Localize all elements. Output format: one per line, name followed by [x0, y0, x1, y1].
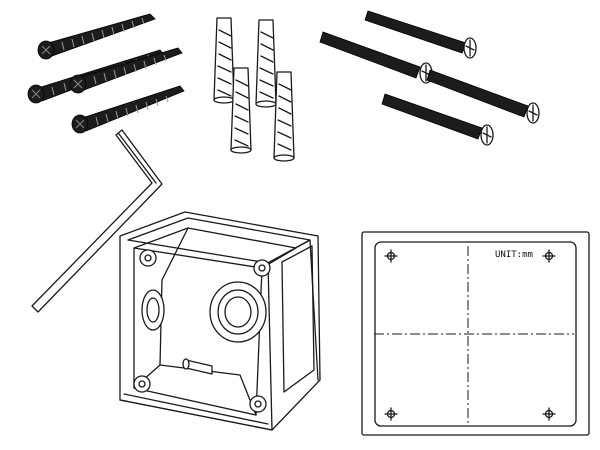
wall-anchor: [273, 71, 295, 162]
wall-anchors-group: [213, 17, 295, 162]
wood-screw: [71, 85, 185, 134]
unit-label: UNIT:mm: [495, 250, 533, 260]
mounting-hole-marker: [384, 249, 398, 263]
hex-key: [31, 129, 163, 313]
mounting-hole-marker: [542, 407, 556, 421]
junction-box: [119, 211, 321, 431]
machine-screws-group: [319, 10, 540, 146]
machine-screw: [381, 93, 494, 146]
mounting-hole-marker: [384, 407, 398, 421]
wood-screw: [37, 13, 156, 60]
wall-anchor: [230, 67, 252, 154]
machine-screw: [426, 69, 540, 124]
wall-anchor: [255, 19, 277, 108]
wood-screws-group: [27, 13, 185, 134]
mounting-hole-marker: [542, 249, 556, 263]
machine-screw: [319, 31, 433, 84]
mounting-template-card: UNIT:mm: [361, 231, 590, 436]
machine-screw: [364, 10, 477, 59]
wood-screw: [69, 47, 183, 94]
wall-anchor: [213, 17, 235, 104]
